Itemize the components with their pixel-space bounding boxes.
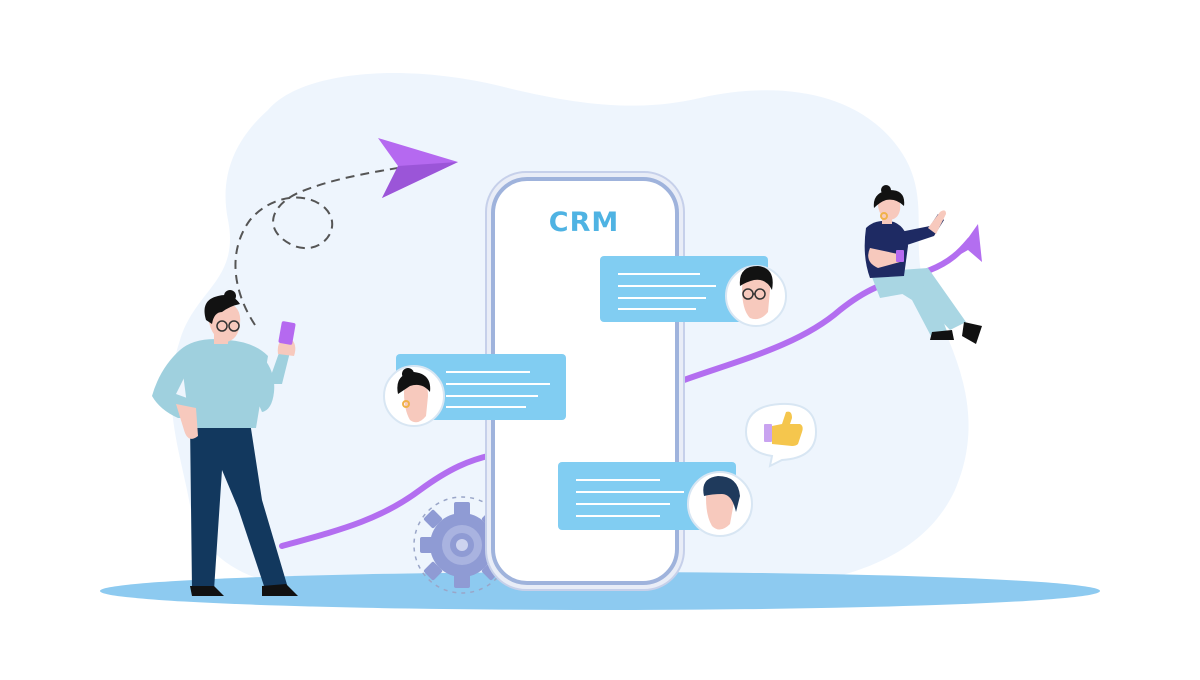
- trend-line: [279, 452, 495, 549]
- avatar-man-glasses: [739, 266, 773, 320]
- standing-man: [152, 290, 298, 596]
- dashed-flight-path: [234, 165, 411, 326]
- trend-line-upper: [681, 237, 973, 383]
- phone-title: CRM: [549, 207, 619, 238]
- trend-arrow-icon: [954, 224, 982, 262]
- sitting-woman: [864, 185, 982, 344]
- avatar-woman: [397, 368, 431, 423]
- avatar-man-curly: [703, 476, 740, 530]
- paper-plane-icon: [378, 138, 458, 198]
- thumbs-up-icon: [764, 411, 803, 446]
